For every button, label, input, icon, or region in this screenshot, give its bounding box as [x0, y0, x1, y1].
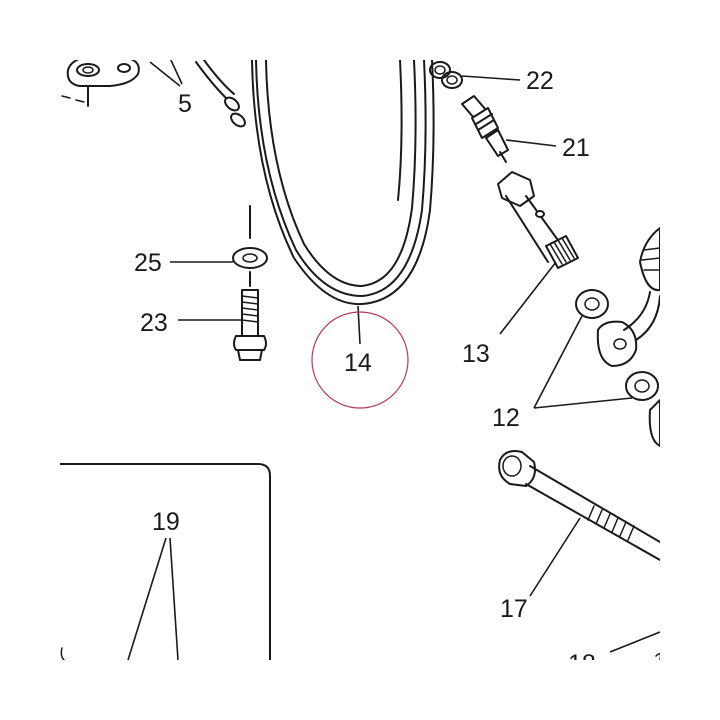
part-5-wire	[195, 60, 246, 128]
leader-19a	[127, 537, 167, 660]
part-18-edge	[655, 653, 660, 660]
leader-22	[461, 75, 521, 81]
leader-19b	[169, 537, 179, 660]
callout-21: 21	[562, 134, 590, 162]
leader-5b	[170, 60, 183, 85]
callout-14: 14	[344, 349, 372, 377]
callout-25: 25	[134, 249, 162, 277]
callout-19: 19	[152, 508, 180, 536]
part-22-o-rings	[429, 61, 463, 89]
leader-5a	[149, 61, 181, 87]
callout-12: 12	[492, 404, 520, 432]
part-21-sensor	[461, 95, 509, 163]
part-14-hose	[251, 60, 435, 306]
part-19-inset-frame	[60, 463, 271, 660]
leader-12a	[533, 315, 583, 409]
leader-21	[505, 139, 557, 147]
part-12-washers	[575, 289, 659, 401]
banjo-fitting	[596, 227, 660, 447]
part-25-washer	[232, 205, 268, 269]
leader-18	[609, 631, 660, 653]
leader-17	[529, 517, 581, 597]
callout-23: 23	[140, 309, 168, 337]
callout-5: 5	[178, 90, 192, 118]
highlight-circle-14	[311, 311, 409, 409]
callout-17: 17	[500, 595, 528, 623]
callout-13: 13	[462, 340, 490, 368]
part-5-bracket	[61, 60, 140, 107]
callout-22: 22	[526, 67, 554, 95]
part-23-bolt	[233, 271, 267, 361]
leader-13	[499, 261, 557, 335]
part-17-long-bolt	[498, 450, 660, 561]
callout-18: 18	[568, 650, 596, 678]
part-13-banjo-bolt	[497, 171, 579, 269]
leader-12b	[533, 397, 633, 409]
